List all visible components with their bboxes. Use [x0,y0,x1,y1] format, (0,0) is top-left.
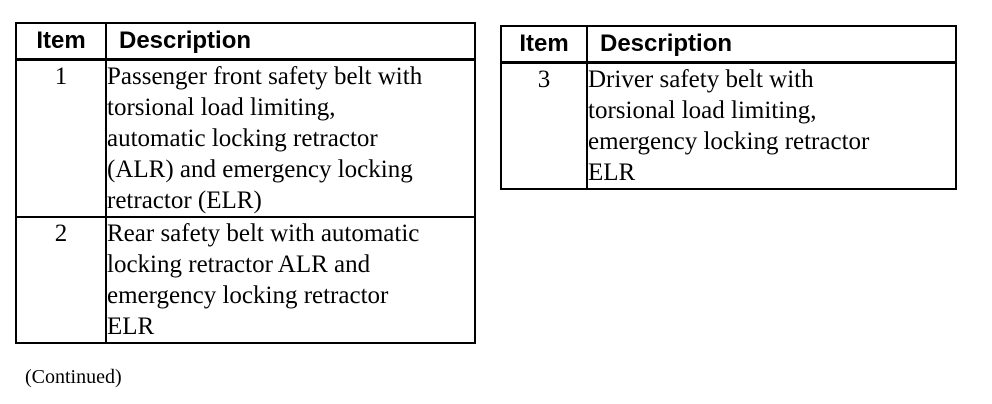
item-description: Passenger front safety belt with torsion… [105,58,476,218]
description-line: torsional load limiting, [107,94,336,121]
item-column-header: Item [500,25,588,64]
safety-belt-table-left: Item Description 1 Passenger front safet… [15,22,476,344]
table-header-row: Item Description [15,22,476,61]
item-number: 1 [15,58,107,218]
item-number: 3 [500,61,588,190]
description-line: Driver safety belt with [588,66,814,93]
description-line: (ALR) and emergency locking [107,156,413,183]
item-number: 2 [15,216,107,344]
description-column-header: Description [586,25,957,64]
description-line: emergency locking retractor [107,282,389,309]
table-row: 3 Driver safety belt with torsional load… [500,61,957,190]
item-description: Driver safety belt with torsional load l… [586,61,957,190]
description-line: Passenger front safety belt with [107,63,423,90]
description-line: automatic locking retractor [107,125,378,152]
description-line: emergency locking retractor [588,128,870,155]
table-header-row: Item Description [500,25,957,64]
table-row: 2 Rear safety belt with automatic lockin… [15,216,476,344]
description-line: Rear safety belt with automatic [107,220,420,247]
description-line: ELR [107,313,155,340]
description-line: ELR [588,159,636,186]
description-column-header: Description [105,22,476,61]
description-line: retractor (ELR) [107,187,262,214]
item-column-header: Item [15,22,107,61]
safety-belt-table-right: Item Description 3 Driver safety belt wi… [500,25,957,190]
description-line: torsional load limiting, [588,97,817,124]
item-description: Rear safety belt with automatic locking … [105,216,476,344]
description-line: locking retractor ALR and [107,251,371,278]
table-row: 1 Passenger front safety belt with torsi… [15,58,476,218]
continued-note: (Continued) [25,366,122,388]
